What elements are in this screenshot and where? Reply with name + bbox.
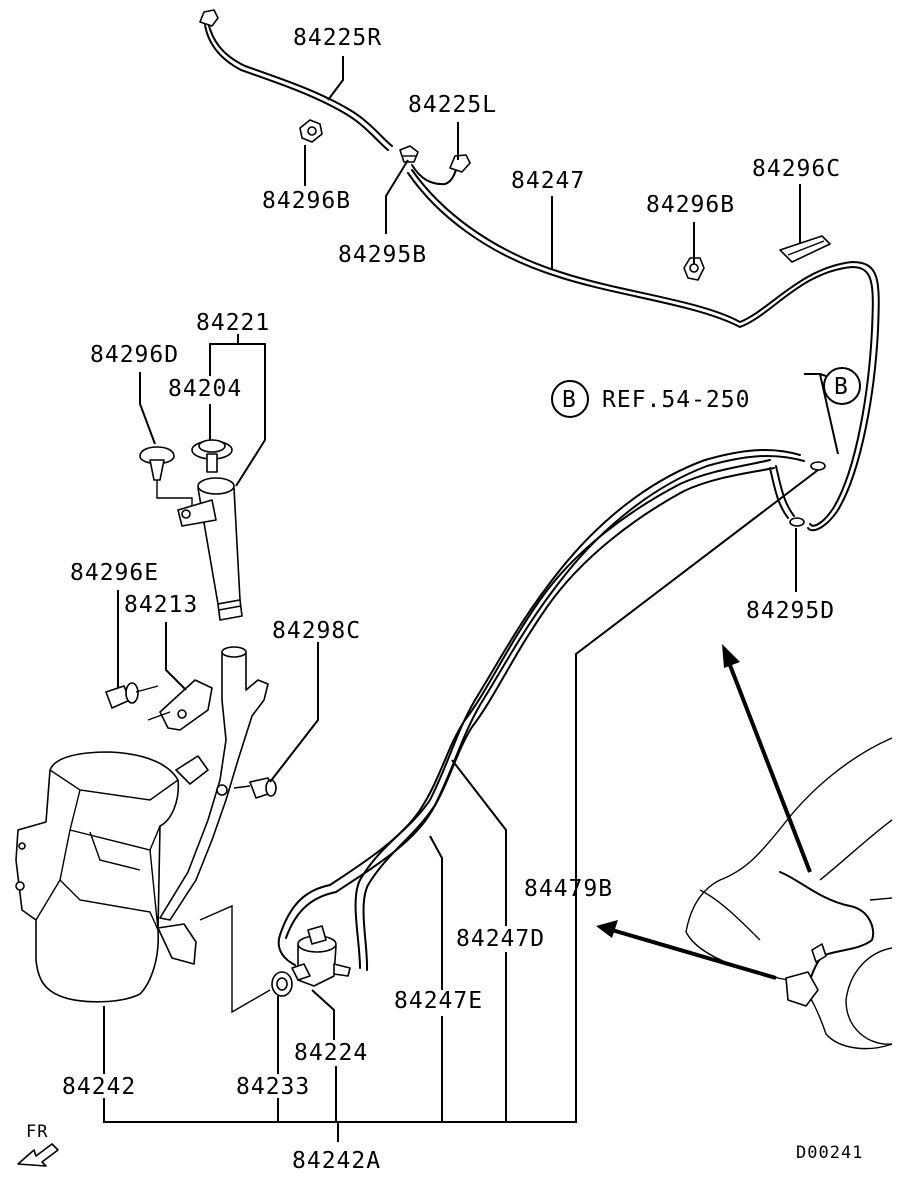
clip-84296d-icon <box>139 446 175 481</box>
label-84479b: 84479B <box>524 876 613 902</box>
part-labels: 84225R 84225L 84247 84296C 84296B 84296B… <box>17 25 863 1174</box>
label-84295b: 84295B <box>338 242 427 268</box>
ref-badge-letter: B <box>562 387 577 413</box>
label-84247e: 84247E <box>394 988 483 1014</box>
bracket-84213-icon <box>147 679 213 731</box>
nozzle-right-icon <box>199 9 219 27</box>
label-84221: 84221 <box>196 310 270 336</box>
leader-lines <box>103 56 839 1142</box>
filler-tube-lower-icon <box>159 646 269 921</box>
label-84225r: 84225R <box>293 25 382 51</box>
locator-arrow-up <box>722 644 812 873</box>
label-84296b-left: 84296B <box>262 188 351 214</box>
label-84204: 84204 <box>168 376 242 402</box>
washer-hose-assembly <box>204 21 880 971</box>
label-84296c: 84296C <box>752 156 841 182</box>
bolt-84296e-icon <box>105 682 159 709</box>
label-84298c: 84298C <box>272 618 361 644</box>
filler-neck-84221-icon <box>177 477 243 621</box>
locator-arrow-left <box>596 920 777 980</box>
hose-joint-84295b-icon <box>399 145 419 163</box>
label-84247d: 84247D <box>456 926 545 952</box>
label-84233: 84233 <box>236 1074 310 1100</box>
ref-badge-right-letter: B <box>834 374 849 400</box>
ref-badge-right-circle <box>823 367 861 405</box>
washer-pump-84224-icon <box>291 925 351 987</box>
filler-cap-84204-icon <box>191 439 233 473</box>
label-84224: 84224 <box>294 1040 368 1066</box>
label-84242a: 84242A <box>292 1148 381 1174</box>
label-84295d: 84295D <box>746 598 835 624</box>
fr-arrow-icon <box>17 1143 59 1167</box>
grommet-84233-icon <box>271 971 293 997</box>
label-84247-top: 84247 <box>511 168 585 194</box>
label-84296b-right: 84296B <box>646 192 735 218</box>
bolt-84298c-icon <box>233 777 277 799</box>
diagram-id: D00241 <box>796 1143 863 1163</box>
label-84296e: 84296E <box>70 560 159 586</box>
fr-label: FR <box>26 1122 48 1142</box>
clip-84296b-left-icon <box>299 119 323 143</box>
ref-text: REF.54-250 <box>602 387 750 413</box>
label-84213: 84213 <box>124 592 198 618</box>
label-84296d: 84296D <box>90 342 179 368</box>
nozzle-left-icon <box>449 154 471 173</box>
ref-badge-circle <box>551 380 589 418</box>
label-84225l: 84225L <box>408 92 497 118</box>
washer-tank-84242-icon <box>15 751 197 1003</box>
label-84242: 84242 <box>62 1074 136 1100</box>
vehicle-locator-inset <box>685 737 893 1050</box>
clip-84296c-icon <box>779 235 831 263</box>
